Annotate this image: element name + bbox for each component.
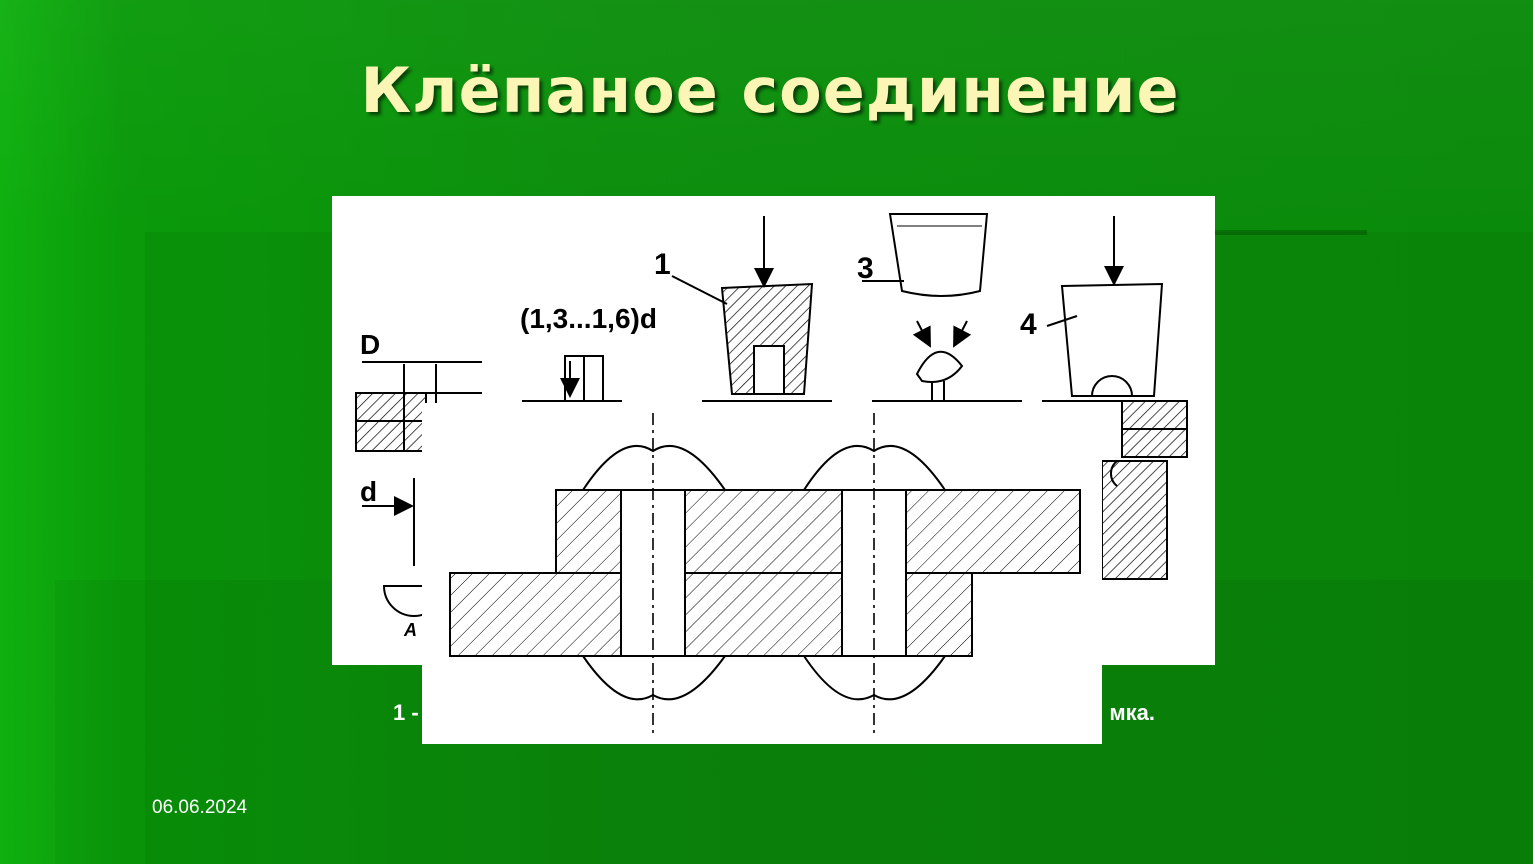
- label-4: 4: [1020, 308, 1037, 341]
- background-line: [1210, 230, 1367, 235]
- caption-end: мка.: [1109, 700, 1155, 725]
- riveting-process-drawing: D d (1,3...1,6)d 1 3 4 A: [355, 213, 1188, 640]
- rivet-head-bottom-1: [581, 655, 727, 701]
- label-1: 1: [654, 248, 671, 281]
- rivet-joint-section-figure: [422, 403, 1102, 744]
- label-3: 3: [857, 252, 874, 285]
- figure-caption: 1 - мка.: [393, 700, 1163, 730]
- slide-title: Клёпаное соединение: [360, 54, 1180, 127]
- caption-start: 1 -: [393, 700, 419, 725]
- label-D: D: [360, 329, 380, 360]
- plate-a-top: [355, 392, 427, 422]
- label-head-size: (1,3...1,6)d: [520, 303, 657, 334]
- rivet-head-top-1: [581, 445, 727, 491]
- label-d: d: [360, 476, 377, 507]
- label-A: A: [403, 620, 417, 640]
- slide-date: 06.06.2024: [152, 797, 248, 818]
- rivet-joint-section-drawing: [449, 413, 1081, 733]
- plate-a-bottom: [355, 420, 427, 452]
